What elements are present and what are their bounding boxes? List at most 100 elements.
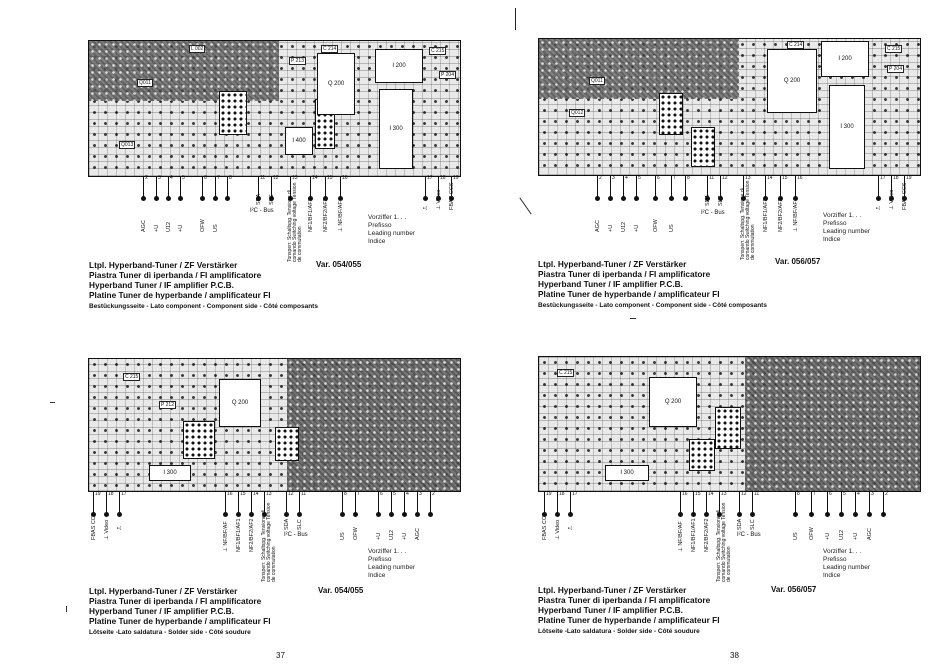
ic-chip: [275, 427, 299, 461]
component-c215: C 215: [429, 47, 447, 55]
pin-label: Tonsperr. Schaltspg. Tensione di comando…: [287, 182, 303, 262]
caption-subline: Bestückungsseite - Lato component - Comp…: [89, 303, 318, 310]
variant-label: Var. 056/057: [775, 257, 821, 266]
pin-label: Tonsperr. Schaltspg. Tensione di comando…: [716, 502, 732, 582]
note-line: Prefisso: [368, 556, 392, 563]
pin-label: FBAS CCS: [542, 512, 548, 540]
ic-chip: [659, 93, 683, 135]
pin: 6: [376, 491, 383, 517]
caption-subline: Lötseite -Lato saldatura - Solder side -…: [89, 629, 251, 636]
component-q012: Q012: [569, 109, 586, 117]
ic-label: I 300: [389, 126, 403, 132]
pin-label: ⎍: [876, 206, 882, 210]
note-line: Indice: [823, 572, 841, 579]
pin-label: FBAS CCS: [902, 182, 908, 210]
component-c215: C 215: [123, 373, 141, 381]
pin: 5: [389, 491, 396, 517]
pin: 5: [839, 491, 846, 517]
board-caption: Ltpl. Hyperband-Tuner / ZF Verstärker Pi…: [89, 260, 318, 312]
i2c-bus-label: I²C - Bus: [701, 210, 725, 216]
leading-number-note: Vorziffer 1. . . Prefisso Leading number…: [368, 214, 415, 246]
pcb-component-side-054: Q 200 I 200 I 300 I 400 C 214 C 215 P 20…: [88, 40, 461, 177]
pin: 8: [340, 491, 347, 517]
ic-i300: I 300: [829, 85, 865, 169]
pin-label: ⊥ NF/BF/AF: [793, 201, 799, 232]
margin-tick: [519, 197, 532, 215]
component-c215: C 215: [557, 369, 575, 377]
pin-label: ⊥ NF/BF/AF: [223, 521, 229, 552]
component-p204: P 204: [439, 71, 456, 79]
ic-q200: Q 200: [767, 49, 817, 113]
pin-label: ⊥ Video: [889, 189, 895, 210]
pin-label: ⊥ NF/BF/AF: [678, 521, 684, 552]
pin: 19: [542, 491, 552, 517]
caption-line: Hyperband Tuner / IF amplifier P.C.B.: [538, 605, 683, 615]
pin: 4: [621, 175, 628, 201]
pin: 4: [166, 175, 173, 201]
leading-number-note: Vorziffer 1. . . Prefisso Leading number…: [823, 548, 870, 580]
ic-q200: Q 200: [317, 53, 355, 115]
pin: 2: [881, 491, 888, 517]
i2c-bus-label: I²C - Bus: [250, 208, 274, 214]
pin-label: OFW: [809, 527, 815, 540]
pin-label: U12: [166, 221, 172, 232]
pin: 15: [323, 175, 333, 201]
pin-label: NF2/BF2/AF2: [323, 198, 329, 232]
note-line: Vorziffer 1. . .: [823, 548, 862, 555]
pin-label: ⎍: [568, 526, 574, 530]
pin-label: NF2/BF2/AF2: [778, 198, 784, 232]
caption-line: Hyperband Tuner / IF amplifier P.C.B.: [89, 280, 234, 290]
note-line: Prefisso: [823, 556, 847, 563]
caption-line: Platine Tuner de hyperbande / amplificat…: [89, 290, 271, 300]
caption-line: Hyperband Tuner / IF amplifier P.C.B.: [538, 279, 683, 289]
ic-label: I 200: [392, 63, 406, 69]
caption-line: Ltpl. Hyperband-Tuner / ZF Verstärker: [89, 586, 238, 596]
pin-label: NF2/BF2/AF2: [249, 518, 255, 552]
pin: 13: [741, 175, 751, 201]
pin-label: NF1/BF1/AF1: [236, 518, 242, 552]
pin: 14: [308, 175, 318, 201]
pin-label: US: [340, 532, 346, 540]
component-p204: P 204: [887, 65, 904, 73]
ic-label: Q 200: [664, 399, 682, 405]
ic-label: I 300: [620, 470, 634, 476]
caption-line: Piastra Tuner di iperbanda / FI amplific…: [538, 269, 711, 279]
caption-line: Platine Tuner de hyperbande / amplificat…: [89, 616, 271, 626]
pin: 14: [704, 491, 714, 517]
pin-label: US: [213, 224, 219, 232]
pin: 19: [91, 491, 101, 517]
pin: 16: [338, 175, 348, 201]
caption-line: Piastra Tuner di iperbanda / FI amplific…: [538, 595, 711, 605]
pin-label: AGC: [595, 220, 601, 232]
page-spine-mark: [515, 8, 516, 30]
ic-i200: I 200: [375, 49, 423, 83]
pin-label: US: [669, 224, 675, 232]
board-caption: Ltpl. Hyperband-Tuner / ZF Verstärker Pi…: [538, 585, 720, 637]
pin: 3: [608, 175, 615, 201]
pin: 12: [284, 491, 294, 517]
caption-line: Platine Tuner de hyperbande / amplificat…: [538, 615, 720, 625]
caption-line: Ltpl. Hyperband-Tuner / ZF Verstärker: [538, 259, 687, 269]
component-c214: C 214: [321, 45, 339, 53]
pin: 18: [555, 491, 565, 517]
page-number: 38: [730, 651, 739, 660]
component-q011: Q011: [589, 77, 605, 85]
pin: 12: [737, 491, 747, 517]
ic-label: I 300: [840, 124, 854, 130]
pin: 4: [853, 491, 860, 517]
pin: 3: [867, 491, 874, 517]
ic-chip: [689, 439, 715, 471]
margin-tick: [630, 318, 636, 319]
ic-chip: [219, 91, 247, 135]
note-line: Vorziffer 1. . .: [368, 214, 407, 221]
pin: 18: [436, 175, 446, 201]
caption-line: Platine Tuner de hyperbande / amplificat…: [538, 289, 720, 299]
pcb-solder-side-054: Q 200 I 300 C 215 P 212: [88, 358, 461, 492]
pin-label: SDA: [256, 193, 262, 205]
pin-label: ⎍: [117, 526, 123, 530]
note-line: Prefisso: [823, 220, 847, 227]
pin: 3: [154, 175, 161, 201]
pin: 14: [249, 491, 259, 517]
pin: 11: [297, 491, 306, 517]
pin-label: +U: [608, 224, 614, 232]
